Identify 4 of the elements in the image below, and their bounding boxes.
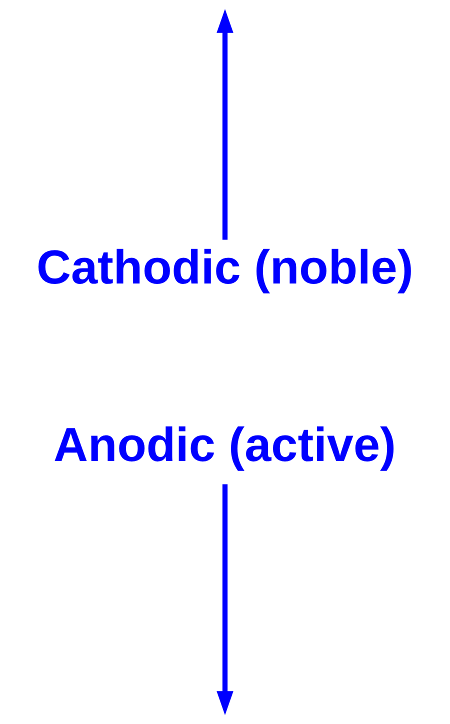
node-text: Anodic (active)	[54, 418, 396, 472]
arrow	[216, 484, 234, 716]
node-text: Cathodic (noble)	[36, 241, 414, 294]
arrow	[216, 8, 234, 240]
